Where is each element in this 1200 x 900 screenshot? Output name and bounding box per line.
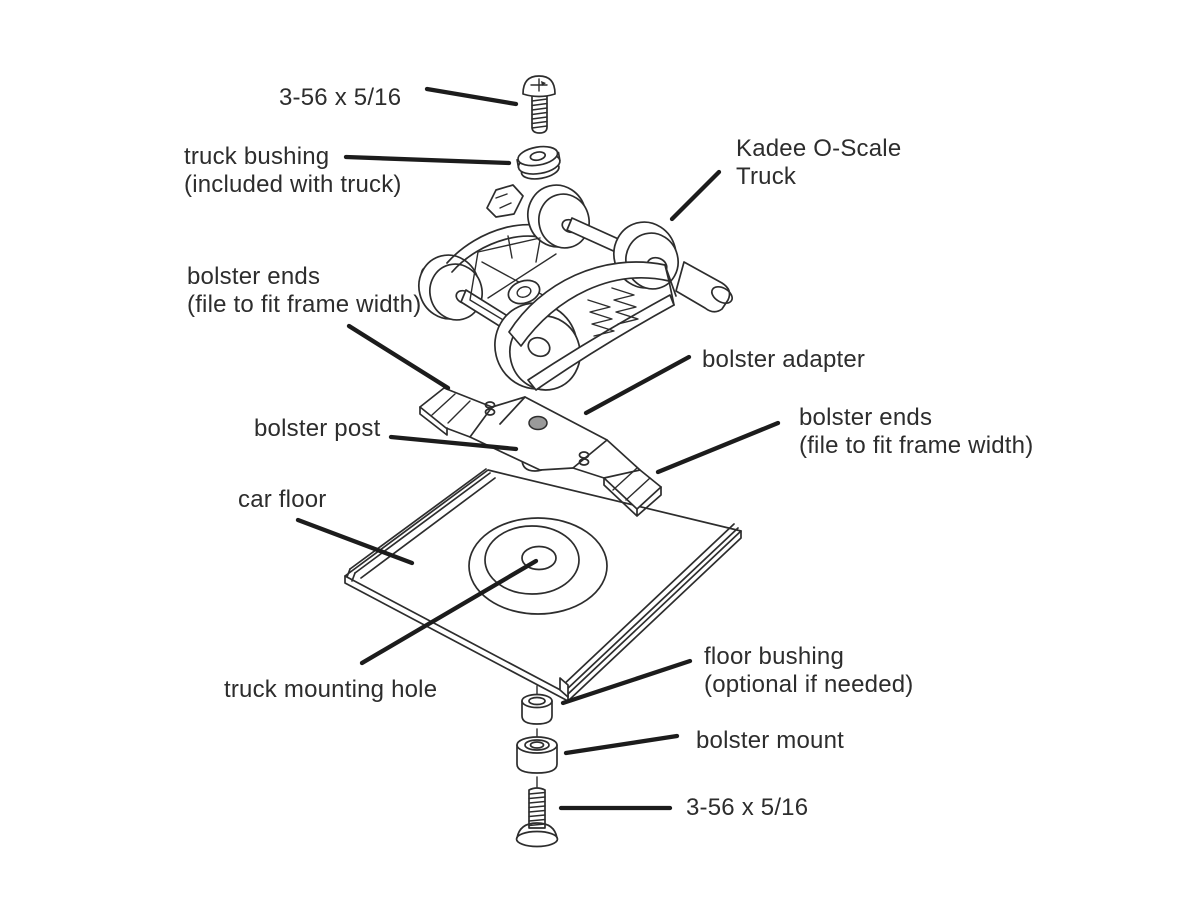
bolster-end-left-drawing <box>431 393 471 424</box>
leader-bolster-adapter <box>583 354 692 416</box>
label-floor-bushing-line1: floor bushing <box>704 643 845 670</box>
leader-bolster-post <box>388 434 519 452</box>
label-top-screw: 3-56 x 5/16 <box>279 84 402 111</box>
bolster-mount-drawing <box>516 728 558 774</box>
label-floor-bushing-line2: (optional if needed) <box>704 671 914 698</box>
label-truck-bushing-line1: truck bushing <box>184 143 330 170</box>
leader-kadee-truck <box>669 169 722 222</box>
kadee-truck-drawing <box>418 184 733 391</box>
truck-bushing-drawing <box>516 145 561 180</box>
label-bolster-ends-left-line2: (file to fit frame width) <box>187 291 422 318</box>
leader-top-screw <box>424 86 519 107</box>
label-bolster-ends-left: bolster ends (file to fit frame width) <box>187 263 421 319</box>
label-bolster-ends-left-line1: bolster ends <box>187 263 321 290</box>
label-bolster-ends-right: bolster ends (file to fit frame width) <box>799 404 1033 460</box>
leader-bolster-ends-right <box>655 420 781 475</box>
truck-spring-right <box>611 287 639 325</box>
adapter-peg-right <box>578 451 590 466</box>
car-floor-drawing <box>344 468 742 702</box>
leader-bolster-mount <box>563 733 680 756</box>
adapter-center-hole <box>528 415 548 431</box>
leader-truck-bushing <box>343 154 512 166</box>
label-bottom-screw: 3-56 x 5/16 <box>686 794 809 821</box>
bolster-adapter-drawing <box>419 387 662 517</box>
label-kadee-truck-line2: Truck <box>736 163 797 190</box>
leader-bolster-ends-left <box>346 323 451 391</box>
adapter-peg-left <box>484 401 496 416</box>
label-bolster-ends-right-line2: (file to fit frame width) <box>799 432 1034 459</box>
label-kadee-truck: Kadee O-Scale Truck <box>736 135 901 191</box>
truck-spring-left <box>587 299 615 337</box>
label-truck-bushing-line2: (included with truck) <box>184 171 402 198</box>
label-bolster-adapter: bolster adapter <box>702 346 866 373</box>
label-car-floor: car floor <box>238 486 327 513</box>
floor-bushing-drawing <box>521 685 553 725</box>
label-truck-mounting-hole: truck mounting hole <box>224 676 438 703</box>
leader-truck-mounting-hole <box>359 558 539 666</box>
label-bolster-mount: bolster mount <box>696 727 845 754</box>
leader-lines <box>295 86 781 811</box>
leader-floor-bushing <box>560 658 693 706</box>
label-kadee-truck-line1: Kadee O-Scale <box>736 135 902 162</box>
truck-mounting-hole-drawing <box>521 545 557 571</box>
label-bolster-ends-right-line1: bolster ends <box>799 404 933 431</box>
leader-car-floor <box>295 517 415 566</box>
label-truck-bushing: truck bushing (included with truck) <box>184 143 402 199</box>
bottom-screw-drawing <box>515 776 559 848</box>
top-screw-drawing <box>522 75 556 134</box>
label-bolster-post: bolster post <box>254 415 381 442</box>
label-floor-bushing: floor bushing (optional if needed) <box>704 643 913 699</box>
phillips-slot-icon <box>530 78 548 92</box>
bolster-end-right-drawing <box>612 467 651 501</box>
